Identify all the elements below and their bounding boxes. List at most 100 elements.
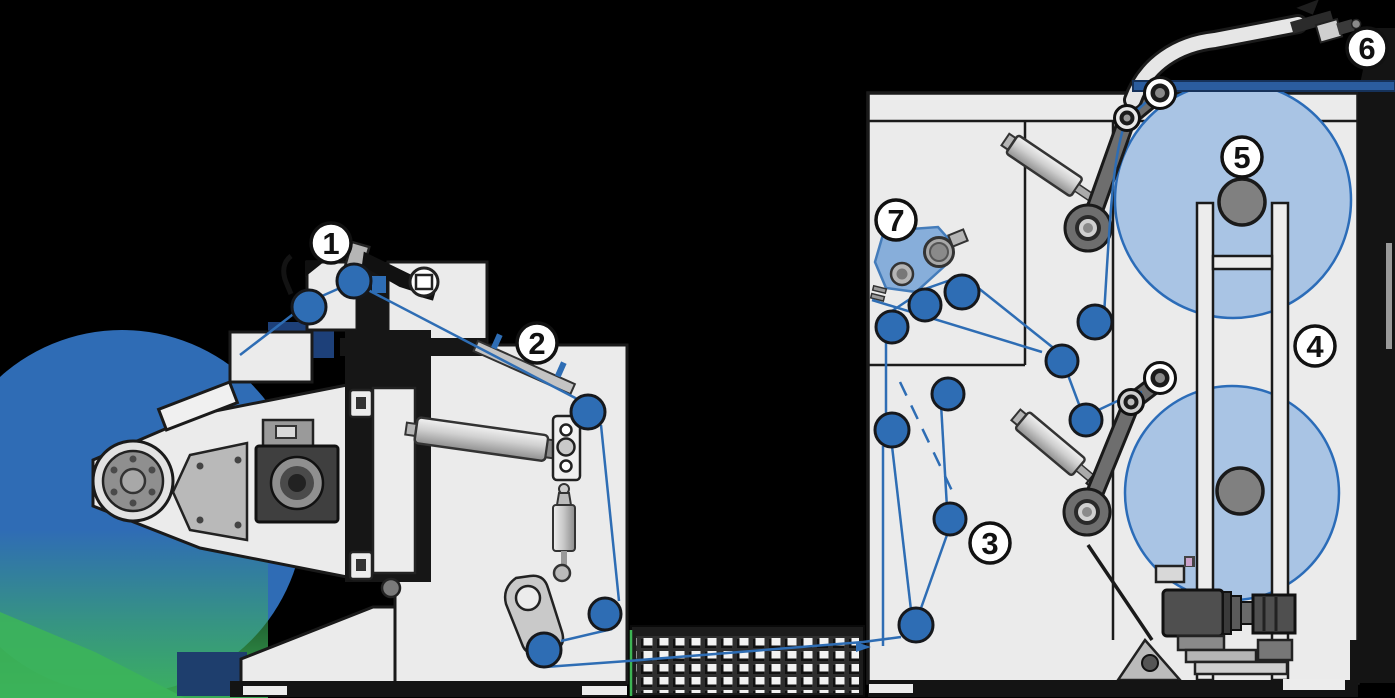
- layon-roller-hub: [1155, 373, 1165, 383]
- frame-bolt: [380, 577, 402, 599]
- web-slitter-to-idler-b: [871, 298, 1043, 354]
- idler-roller: [932, 501, 968, 537]
- motor-mount: [1176, 634, 1226, 652]
- arm-plate: [156, 380, 240, 432]
- web-down-right-frame: [599, 424, 621, 602]
- base-plate: [1193, 660, 1289, 676]
- web-wrap-to-layon: [1066, 374, 1082, 408]
- side-handle: [1386, 243, 1392, 349]
- plate-bolt: [196, 462, 204, 470]
- idler-roller: [1044, 343, 1080, 379]
- callout-label: 3: [981, 526, 998, 561]
- column-top-slant: [305, 261, 325, 277]
- sensor-lever: [281, 254, 294, 295]
- rewind-core-bottom: [1215, 466, 1265, 516]
- rewinder-side-column: [1358, 28, 1395, 683]
- web-slitter-to-idler-a: [971, 282, 1057, 351]
- motor-mount-plate: [1184, 648, 1258, 664]
- callout-3: 3: [968, 521, 1012, 565]
- arm-pivot-hub: [1083, 223, 1093, 233]
- drive-strut: [1086, 544, 1154, 641]
- callout-badge: [515, 321, 559, 365]
- motor-body: [1161, 588, 1225, 638]
- machine-base: [230, 681, 627, 697]
- slitter-unit: [869, 225, 969, 302]
- clamp-slot: [356, 559, 366, 571]
- callout-badge: [1293, 324, 1337, 368]
- callouts: 1 2 3 4 5 6 7: [309, 26, 1389, 565]
- bracket-pin: [556, 437, 576, 457]
- callout-1: 1: [309, 221, 353, 265]
- bracket-hole: [559, 423, 573, 437]
- idler-roller: [897, 606, 935, 644]
- web-roller1-span: [321, 286, 341, 298]
- callout-label: 1: [322, 226, 339, 261]
- idler-roller: [874, 309, 910, 345]
- rewinder-base: [868, 680, 1358, 697]
- callout-badge: [968, 521, 1012, 565]
- plate-bolt: [234, 456, 242, 464]
- motor-coupling: [1222, 591, 1232, 635]
- machine-foot: [582, 686, 627, 695]
- callout-label: 6: [1358, 31, 1375, 66]
- blade-hub: [896, 268, 908, 280]
- rewinder-foot: [869, 684, 913, 693]
- arm-pivot-hub: [1082, 507, 1092, 517]
- bridge-grate: [629, 625, 865, 697]
- plate-bolt: [234, 521, 242, 529]
- motor-coupling: [1230, 595, 1242, 631]
- dancer-roller: [525, 631, 563, 669]
- gearbox: [1251, 593, 1297, 635]
- frame-top-plate: [228, 330, 314, 384]
- frame-body-lower-left: [239, 605, 397, 685]
- web-alt-path-dashed: [898, 381, 957, 498]
- guide-eyelet-slot: [414, 273, 434, 291]
- rewind-drive: [1086, 544, 1297, 682]
- gearbox-foot: [1256, 638, 1294, 662]
- rewinder-rollers: [873, 273, 1114, 644]
- rewinder-base-block: [1350, 640, 1395, 683]
- web-to-spreader: [367, 288, 584, 404]
- callout-badge: [309, 221, 353, 265]
- rail-carriage: [371, 386, 417, 575]
- idler-roller: [1068, 402, 1104, 438]
- callout-5: 5: [1220, 135, 1264, 179]
- blade-hub: [929, 242, 949, 262]
- callout-label: 5: [1233, 140, 1250, 175]
- callout-badge: [1220, 135, 1264, 179]
- bracket-hole: [559, 459, 573, 473]
- bar-pin: [555, 361, 567, 378]
- motor-shaft: [288, 474, 306, 492]
- idler-roller: [943, 273, 981, 311]
- callout-label: 4: [1306, 329, 1324, 364]
- callout-4: 4: [1293, 324, 1337, 368]
- rewinder-foot: [1283, 679, 1345, 690]
- machine-foot: [243, 686, 287, 695]
- web-exit-band: [1132, 80, 1395, 92]
- idler-roller: [569, 393, 607, 431]
- idler-roller: [335, 262, 373, 300]
- callout-badge: [874, 198, 918, 242]
- unwinder-rollers: [290, 262, 623, 669]
- hub-bolts: [110, 455, 156, 507]
- slitter-fork: [869, 284, 888, 302]
- layon-roller-hub: [1123, 114, 1131, 122]
- idler-roller: [1076, 303, 1114, 341]
- hub-bore: [119, 467, 147, 495]
- layon-rollers: [1113, 76, 1177, 416]
- rewind-core-top: [1217, 177, 1267, 227]
- slitter-connector: [947, 228, 969, 248]
- idler-roller: [930, 376, 966, 412]
- drive-shaft: [1240, 601, 1254, 625]
- load-cell: [552, 483, 576, 571]
- plate-bolt: [196, 516, 204, 524]
- web-idler-v2: [918, 531, 950, 612]
- web-idler-v1: [939, 403, 949, 509]
- idler-roller: [587, 596, 623, 632]
- web-arrow: [856, 642, 871, 652]
- turret-crossbar: [1211, 254, 1274, 271]
- layon-roller-hub: [1127, 398, 1135, 406]
- callout-6: 6: [1345, 26, 1389, 70]
- sensor-pink-mark: [1186, 558, 1192, 566]
- idler-roller: [290, 288, 328, 326]
